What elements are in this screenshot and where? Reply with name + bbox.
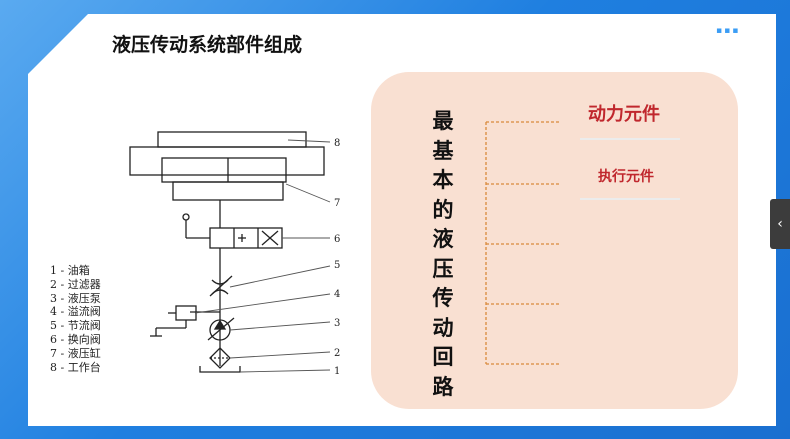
hydraulic-diagram: 8 7 6 5 4 3 2 1 bbox=[129, 131, 340, 377]
circuit-panel bbox=[371, 72, 738, 409]
legend-item: 1 - 油箱 bbox=[50, 264, 90, 277]
callout-4: 4 bbox=[334, 289, 340, 300]
bracket-lines bbox=[485, 121, 560, 365]
actuator-underline bbox=[580, 198, 680, 200]
callout-6: 6 bbox=[334, 234, 340, 245]
callout-7: 7 bbox=[334, 198, 340, 209]
vertical-title-char: 本 bbox=[432, 168, 454, 192]
callout-3: 3 bbox=[334, 318, 340, 329]
tank-shape bbox=[199, 366, 241, 373]
legend-item: 2 - 过滤器 bbox=[50, 277, 101, 291]
collapse-tab[interactable]: ‹ bbox=[770, 199, 790, 249]
vertical-title-char: 最 bbox=[432, 109, 454, 133]
vertical-title-char: 传 bbox=[432, 286, 454, 310]
legend-item: 3 - 液压泵 bbox=[50, 291, 101, 305]
vertical-title-char: 动 bbox=[432, 315, 454, 340]
vertical-title: 最 基 本 的 液 压 传 动 回 路 bbox=[418, 107, 468, 402]
actuator-component-label: 执行元件 bbox=[598, 169, 654, 185]
cylinder-shape bbox=[161, 157, 287, 183]
callout-1: 1 bbox=[334, 366, 340, 377]
relief-valve-shape bbox=[175, 305, 197, 321]
power-underline bbox=[580, 138, 680, 140]
diagram-legend: 1 - 油箱 2 - 过滤器 3 - 液压泵 4 - 溢流阀 5 - 节流阀 6… bbox=[50, 264, 101, 374]
callout-8: 8 bbox=[334, 138, 340, 149]
callout-2: 2 bbox=[334, 348, 340, 359]
vertical-title-char: 压 bbox=[432, 256, 454, 281]
worktable-shape bbox=[157, 131, 307, 148]
vertical-title-char: 路 bbox=[432, 374, 454, 399]
legend-item: 4 - 溢流阀 bbox=[50, 305, 101, 319]
callout-5: 5 bbox=[334, 260, 340, 271]
cylinder-bottom-shape bbox=[172, 181, 284, 201]
vertical-title-char: 的 bbox=[432, 197, 454, 222]
filter-shape bbox=[209, 347, 231, 369]
legend-item: 8 - 工作台 bbox=[50, 360, 101, 374]
corner-marks: ▪▪▪ bbox=[716, 26, 741, 36]
legend-item: 6 - 换向阀 bbox=[50, 332, 101, 346]
legend-item: 7 - 液压缸 bbox=[50, 346, 101, 360]
power-component-label: 动力元件 bbox=[588, 104, 660, 125]
worktable-base-shape bbox=[129, 146, 325, 176]
vertical-title-char: 液 bbox=[432, 227, 454, 251]
vertical-title-char: 基 bbox=[432, 138, 454, 163]
chevron-left-icon: ‹ bbox=[777, 216, 783, 232]
vertical-title-char: 回 bbox=[432, 345, 454, 369]
legend-item: 5 - 节流阀 bbox=[50, 319, 101, 333]
slide-title: 液压传动系统部件组成 bbox=[112, 34, 303, 56]
